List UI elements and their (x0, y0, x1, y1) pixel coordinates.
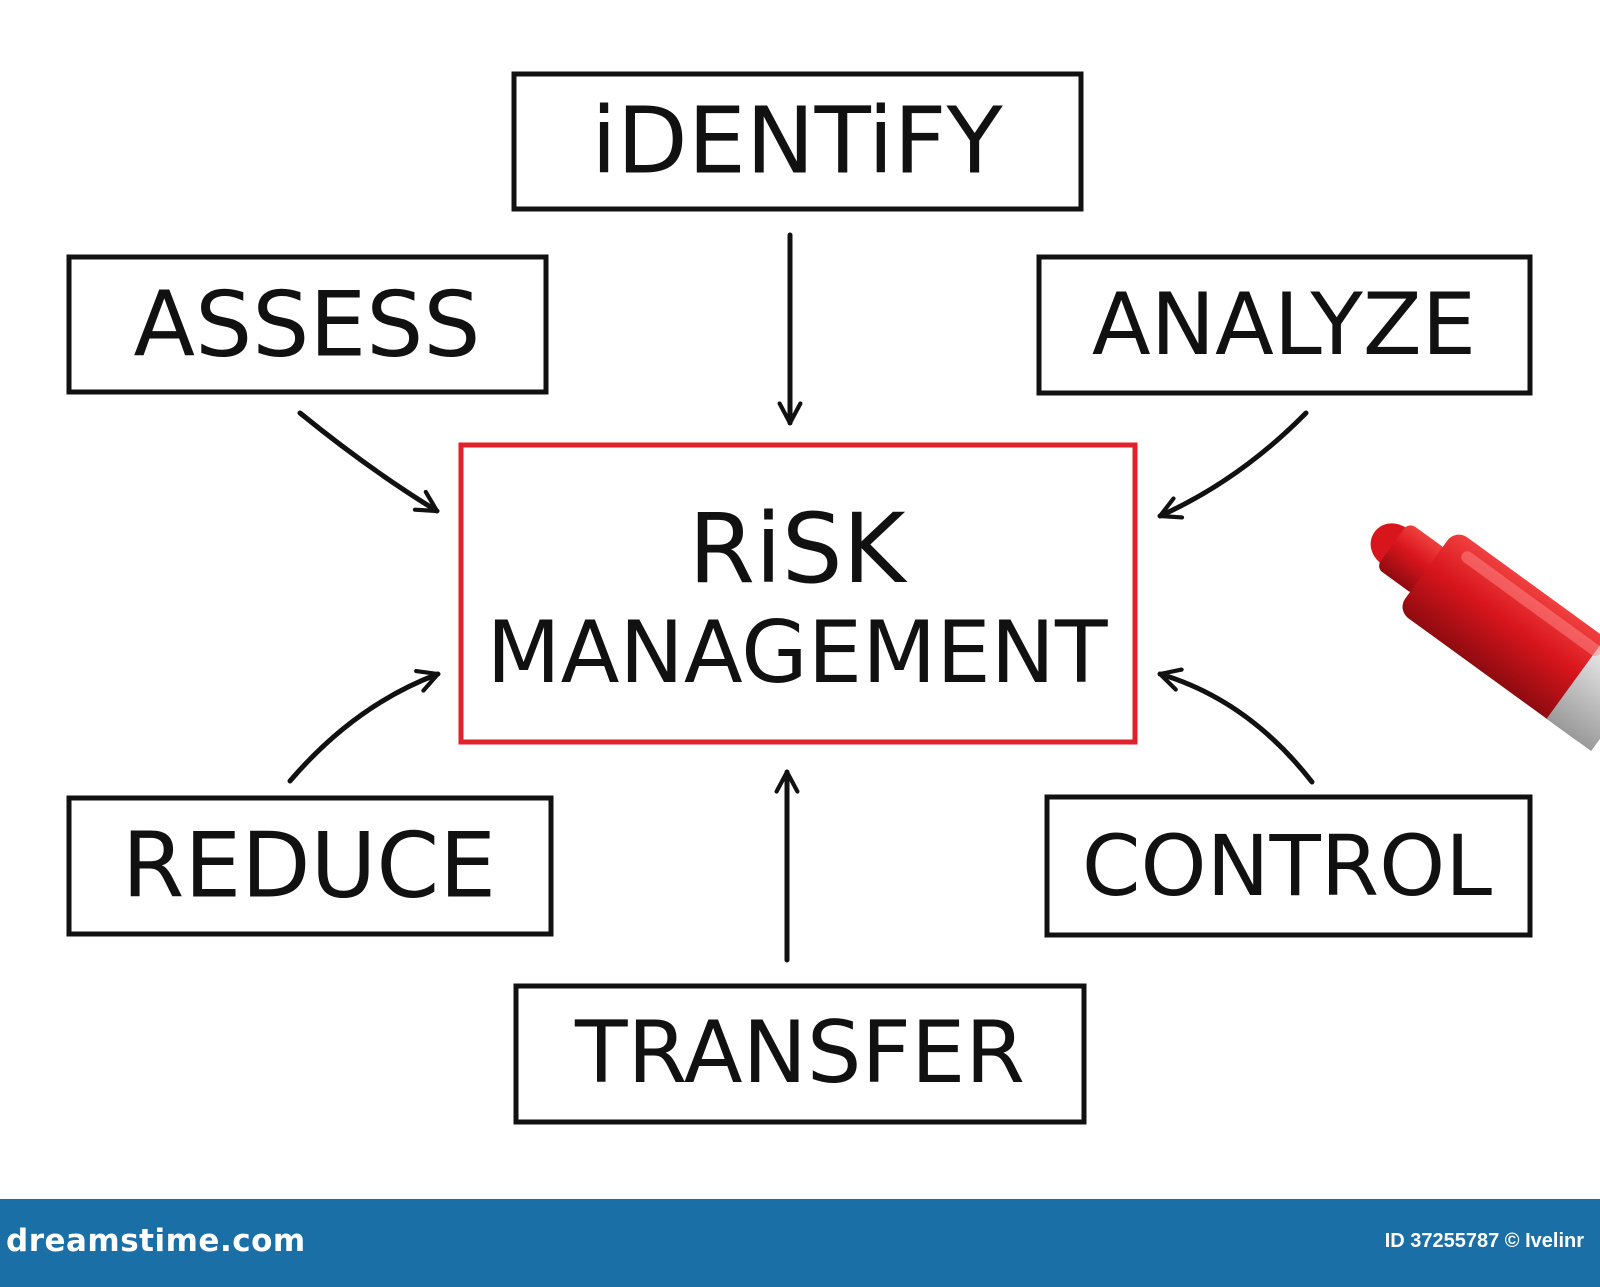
node-control-box (1044, 794, 1533, 938)
footer-credit: ID 37255787 © Ivelinr (1384, 1230, 1584, 1252)
node-control-label: CONTROL (1082, 817, 1492, 915)
node-identify-box (511, 71, 1084, 212)
node-assess: ASSESS (66, 254, 549, 395)
node-transfer-box (513, 983, 1087, 1125)
node-reduce: REDUCE (66, 795, 554, 937)
node-transfer-label: TRANSFER (574, 1003, 1025, 1103)
center-title-line2: MANAGEMENT (486, 603, 1108, 703)
node-identify-label: iDENTiFY (591, 88, 1003, 195)
arrow-control-to-center (1157, 667, 1315, 785)
red-marker-pen (1370, 523, 1600, 752)
center-node-box (458, 442, 1138, 745)
arrow-assess-to-center (297, 410, 440, 514)
marker-tip (1370, 523, 1407, 564)
footer-bar: dreamstime.com ID 37255787 © Ivelinr (0, 1199, 1600, 1287)
node-reduce-label: REDUCE (122, 814, 496, 919)
node-analyze: ANALYZE (1036, 254, 1533, 396)
node-identify: iDENTiFY (511, 71, 1084, 212)
footer-site-name[interactable]: dreamstime.com (6, 1223, 306, 1259)
node-assess-box (66, 254, 549, 395)
arrow-reduce-to-center (287, 669, 441, 784)
node-analyze-label: ANALYZE (1092, 275, 1476, 375)
node-reduce-box (66, 795, 554, 937)
node-transfer: TRANSFER (513, 983, 1087, 1125)
arrow-analyze-to-center (1157, 410, 1309, 520)
node-analyze-box (1036, 254, 1533, 396)
center-node: RiSK MANAGEMENT (458, 442, 1138, 745)
risk-management-diagram: iDENTiFY ASSESS ANALYZE RiSK MANAGEMENT … (66, 71, 1600, 1125)
marker-band (1546, 637, 1600, 752)
center-title-line1: RiSK (688, 493, 907, 605)
marker-shine (1461, 551, 1600, 657)
node-assess-label: ASSESS (134, 273, 481, 378)
node-control: CONTROL (1044, 794, 1533, 938)
